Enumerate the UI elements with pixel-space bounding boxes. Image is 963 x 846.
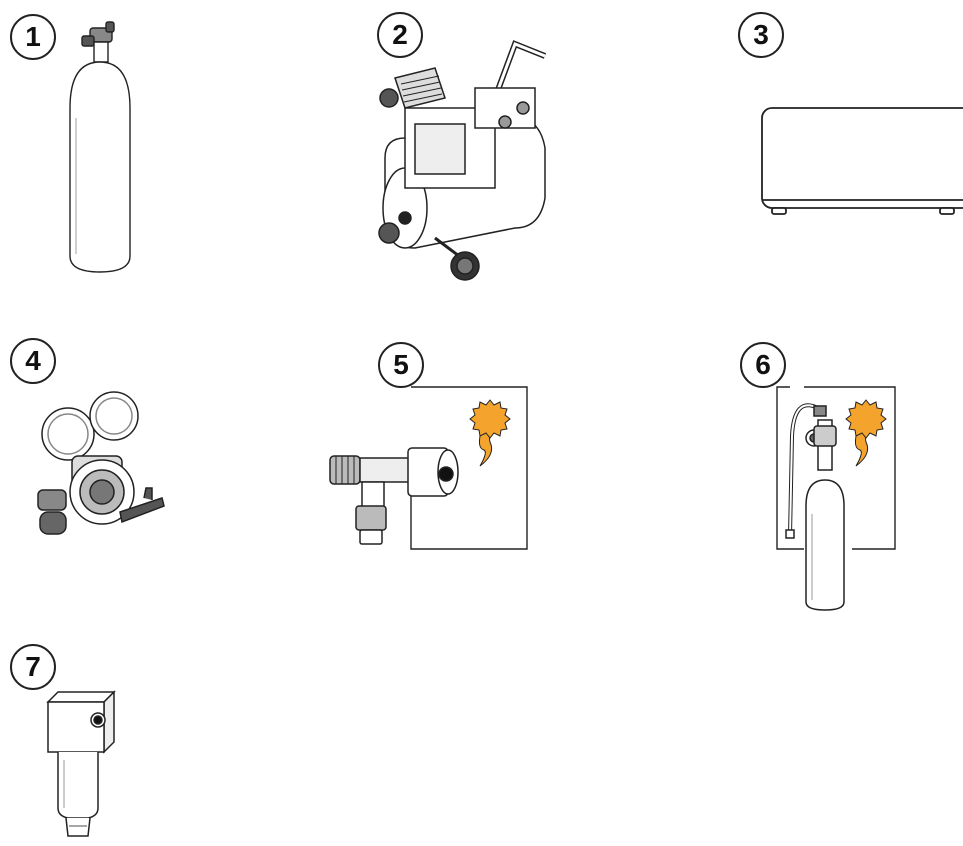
pressure-regulator-icon — [34, 394, 174, 544]
small-cylinder-with-hose-icon — [784, 396, 864, 612]
filter-unit-icon — [44, 690, 124, 846]
device-box-icon — [760, 104, 963, 220]
air-compressor-icon — [375, 38, 555, 288]
nozzle-adapter-icon — [326, 438, 466, 548]
item-number-3: 3 — [738, 12, 784, 58]
rosette-badge-icon — [470, 398, 510, 470]
item-number-1: 1 — [10, 14, 56, 60]
item-number-7: 7 — [10, 644, 56, 690]
item-number-4: 4 — [10, 338, 56, 384]
gas-cylinder-icon — [60, 18, 140, 278]
item-number-5: 5 — [378, 342, 424, 388]
item-number-6: 6 — [740, 342, 786, 388]
